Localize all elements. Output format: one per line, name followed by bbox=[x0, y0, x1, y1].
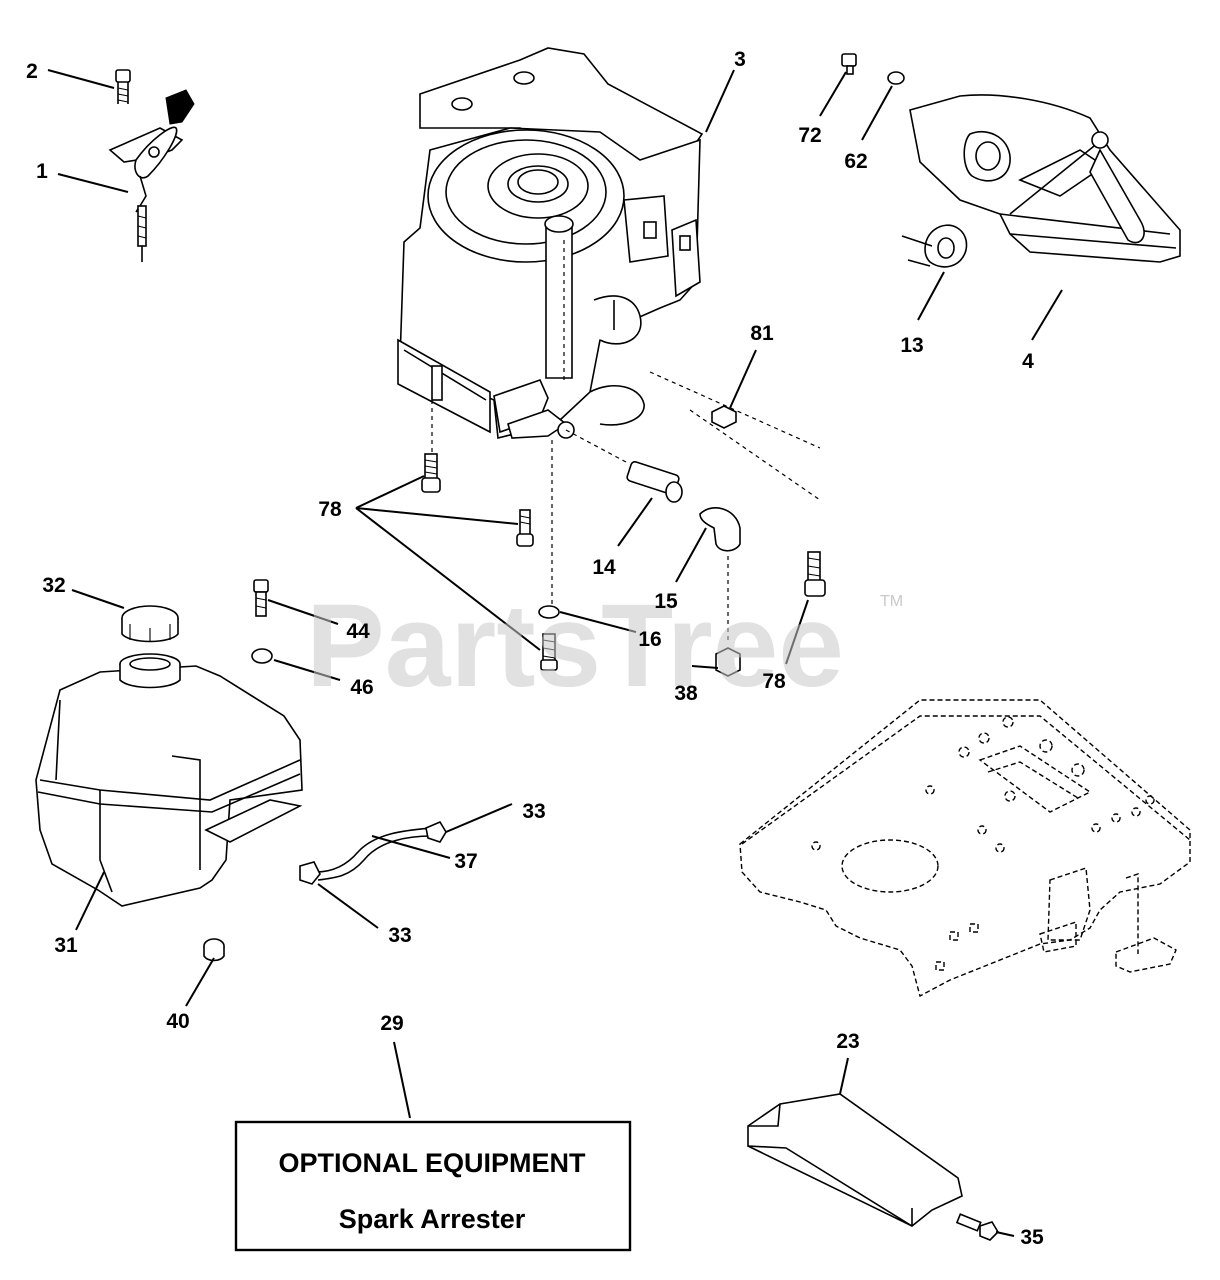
screw-44 bbox=[253, 579, 269, 617]
nut-81 bbox=[711, 405, 737, 429]
bolt-78-lower bbox=[540, 633, 558, 671]
bolt-78-middle bbox=[516, 509, 534, 547]
callout-1: 1 bbox=[36, 160, 48, 183]
grommet-40 bbox=[203, 938, 225, 962]
callout-15: 15 bbox=[654, 590, 678, 613]
callout-31: 31 bbox=[54, 934, 78, 957]
optional-equipment-box: OPTIONAL EQUIPMENT Spark Arrester bbox=[234, 1120, 632, 1252]
optional-equipment-title: OPTIONAL EQUIPMENT bbox=[278, 1148, 586, 1178]
callout-29: 29 bbox=[380, 1012, 403, 1035]
spark-arrester-label: Spark Arrester bbox=[339, 1204, 526, 1234]
callout-35: 35 bbox=[1020, 1226, 1044, 1249]
callout-13: 13 bbox=[900, 334, 923, 357]
callout-14: 14 bbox=[592, 556, 616, 579]
callout-78-left: 78 bbox=[318, 498, 342, 521]
elbow-15 bbox=[699, 507, 741, 552]
callout-33-upper: 33 bbox=[522, 800, 545, 823]
callout-72: 72 bbox=[798, 124, 821, 147]
watermark: PartsTree bbox=[306, 580, 844, 712]
muffler-assembly bbox=[841, 53, 1181, 268]
callout-23: 23 bbox=[836, 1030, 859, 1053]
callouts: 2 1 3 72 62 13 4 81 78 14 15 16 38 78 32… bbox=[26, 48, 1044, 1249]
fuel-tank-assembly bbox=[35, 605, 303, 907]
callout-40: 40 bbox=[166, 1010, 189, 1033]
watermark-tm: TM bbox=[880, 593, 903, 610]
bolt-78-right bbox=[804, 551, 826, 597]
heat-shield-23 bbox=[747, 1093, 963, 1227]
bolt-78-left bbox=[421, 453, 441, 493]
screw-35 bbox=[955, 1213, 1000, 1241]
throttle-control-assembly bbox=[108, 69, 195, 262]
callout-78-right: 78 bbox=[762, 670, 786, 693]
callout-2: 2 bbox=[26, 60, 38, 83]
callout-37: 37 bbox=[454, 850, 477, 873]
leader-lines bbox=[47, 69, 1063, 1237]
callout-3: 3 bbox=[734, 48, 746, 71]
fitting-14 bbox=[626, 461, 683, 503]
callout-32: 32 bbox=[42, 574, 65, 597]
callout-33-lower: 33 bbox=[388, 924, 411, 947]
callout-62: 62 bbox=[844, 150, 867, 173]
fuel-line-37 bbox=[299, 820, 447, 885]
callout-81: 81 bbox=[750, 322, 774, 345]
engine bbox=[397, 47, 821, 606]
callout-44: 44 bbox=[346, 620, 370, 643]
callout-16: 16 bbox=[638, 628, 661, 651]
washer-16 bbox=[538, 605, 560, 619]
callout-4: 4 bbox=[1022, 350, 1034, 373]
callout-46: 46 bbox=[350, 676, 373, 699]
callout-38: 38 bbox=[674, 682, 698, 705]
nut-38 bbox=[715, 647, 741, 677]
washer-46 bbox=[251, 648, 273, 664]
frame bbox=[739, 699, 1191, 998]
